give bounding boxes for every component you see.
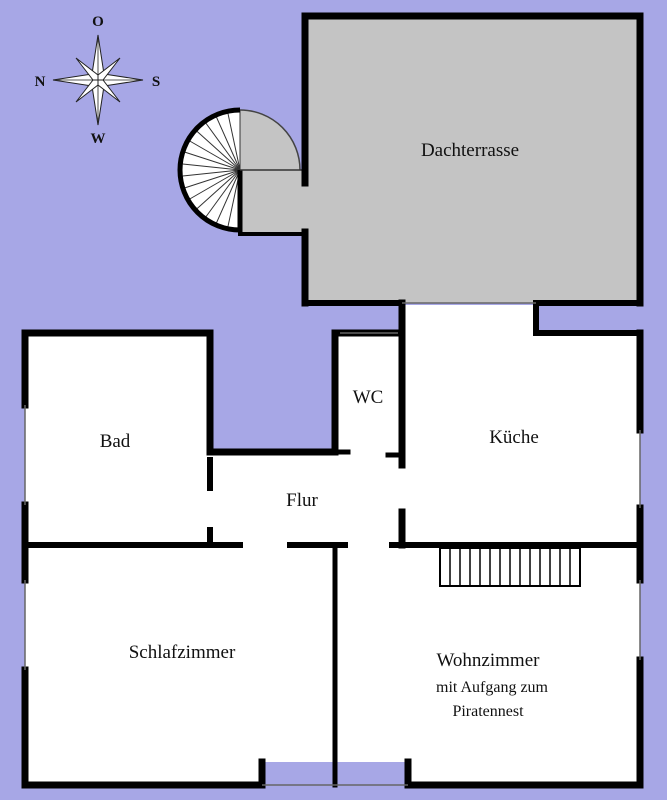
room-label-wohnzimmer-line3: Piratennest [452,703,524,720]
room-label-bad: Bad [100,431,131,452]
room-labels: Dachterrasse Bad WC Küche Flur Schlafzim… [100,140,549,720]
terrace-floor [305,16,640,303]
windows [24,302,641,786]
landing-floor [240,170,305,236]
spiral-step [182,169,241,189]
room-label-kueche: Küche [489,427,539,448]
room-label-wohnzimmer: Wohnzimmer [437,650,541,671]
room-label-flur: Flur [286,490,318,511]
compass-rose: O N S W [35,14,161,147]
apartment-walls [21,299,644,789]
compass-label-right: S [152,74,160,90]
terrace-walls [301,12,644,307]
spiral-step [204,169,241,219]
compass-label-left: N [35,74,46,90]
room-label-wohnzimmer-line2: mit Aufgang zum [436,679,549,696]
spiral-step [182,151,241,171]
spiral-staircase [177,107,305,236]
room-label-schlafzimmer: Schlafzimmer [129,642,236,663]
spiral-step [195,129,241,171]
spiral-step [204,121,241,171]
room-label-wc: WC [353,387,384,408]
spiral-step [180,169,241,177]
spiral-step [227,111,241,171]
spiral-step [215,114,241,171]
spiral-step [187,139,241,171]
room-label-dachterrasse: Dachterrasse [421,140,519,161]
compass-label-top: O [92,14,104,30]
spiral-step [180,163,241,171]
spiral-step [187,169,241,201]
compass-label-bottom: W [91,131,106,147]
spiral-step [195,169,241,211]
spiral-step [215,169,241,226]
straight-stair [439,547,581,587]
